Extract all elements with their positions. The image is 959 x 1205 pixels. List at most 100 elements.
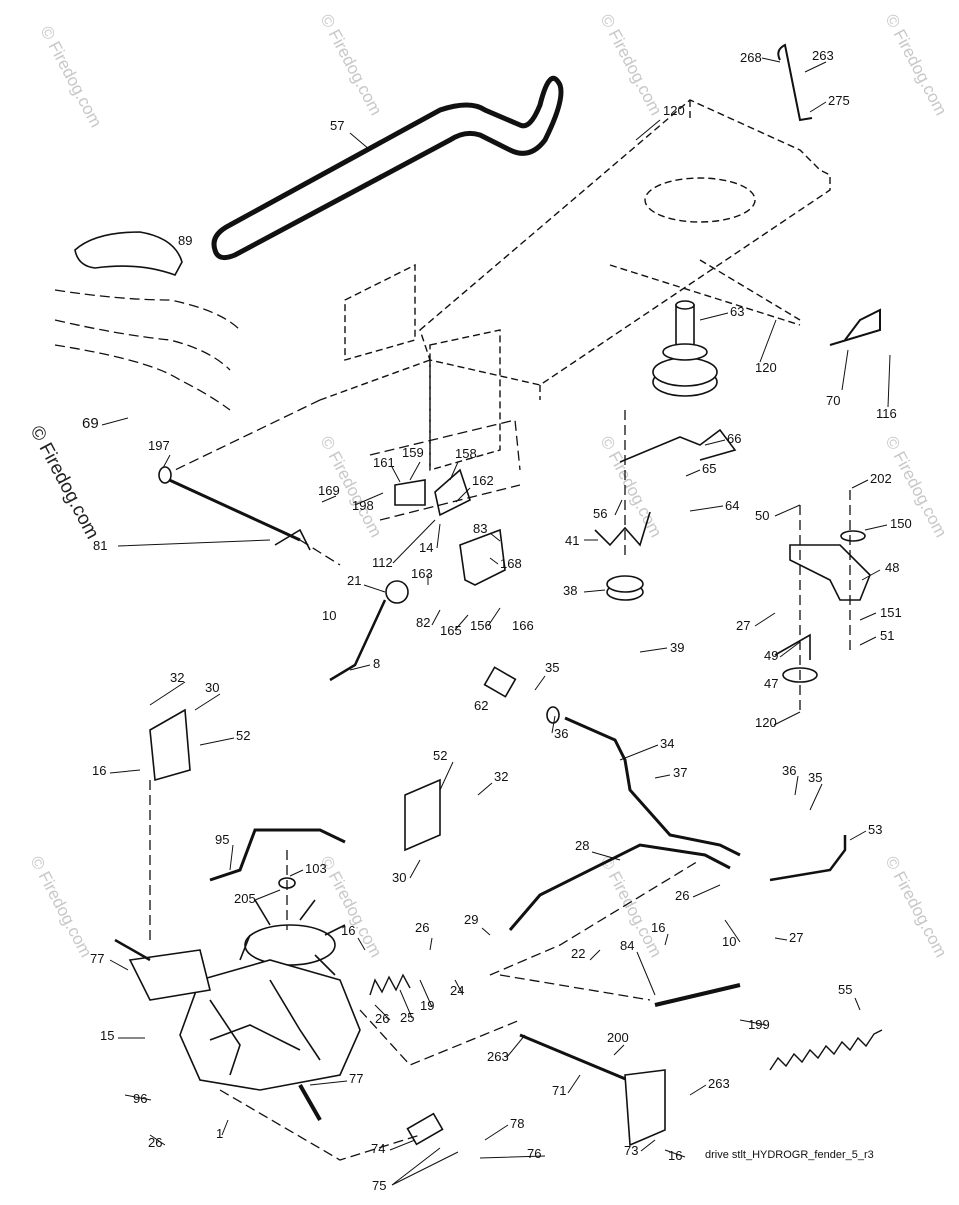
callout-275: 275 xyxy=(828,93,850,108)
callout-89: 89 xyxy=(178,233,192,248)
callout-21: 21 xyxy=(347,573,361,588)
side-watermark: © Firedog.com xyxy=(26,422,103,542)
callout-199: 199 xyxy=(748,1017,770,1032)
callout-82: 82 xyxy=(416,615,430,630)
callout-41: 41 xyxy=(565,533,579,548)
callout-159: 159 xyxy=(402,445,424,460)
callout-10: 10 xyxy=(722,934,736,949)
idler-arm xyxy=(619,428,737,463)
shaft-81 xyxy=(158,466,341,566)
bar-84 xyxy=(654,983,741,1007)
callout-77: 77 xyxy=(90,951,104,966)
callout-197: 197 xyxy=(148,438,170,453)
lever-71 xyxy=(519,1033,666,1147)
callout-112: 112 xyxy=(372,555,393,570)
callout-66: 66 xyxy=(727,431,741,446)
callout-151: 151 xyxy=(880,605,902,620)
callout-16: 16 xyxy=(341,923,355,938)
callout-57: 57 xyxy=(330,118,344,133)
callout-26: 26 xyxy=(148,1135,162,1150)
callout-27: 27 xyxy=(736,618,750,633)
callout-120: 120 xyxy=(663,103,685,118)
callout-53: 53 xyxy=(868,822,882,837)
callout-75: 75 xyxy=(372,1178,386,1193)
callout-81: 81 xyxy=(93,538,107,553)
callout-65: 65 xyxy=(702,461,716,476)
callout-30: 30 xyxy=(392,870,406,885)
callout-198: 198 xyxy=(352,498,374,513)
callout-52: 52 xyxy=(236,728,250,743)
callout-120: 120 xyxy=(755,715,777,730)
mount-bracket-left xyxy=(149,708,191,940)
callout-71: 71 xyxy=(552,1083,566,1098)
callout-268: 268 xyxy=(740,50,762,65)
callout-16: 16 xyxy=(651,920,665,935)
callout-166: 166 xyxy=(512,618,534,633)
callout-103: 103 xyxy=(305,861,327,876)
callout-116: 116 xyxy=(876,406,897,421)
spring-25 xyxy=(369,973,411,996)
callout-76: 76 xyxy=(527,1146,541,1161)
callout-38: 38 xyxy=(563,583,577,598)
tension-bracket xyxy=(774,490,871,710)
axle-line xyxy=(219,1089,421,1161)
callout-64: 64 xyxy=(725,498,739,513)
callout-205: 205 xyxy=(234,891,256,906)
clip-268 xyxy=(777,43,813,122)
watermark-tile: © Firedog.com xyxy=(596,433,665,541)
watermark-tile: © Firedog.com xyxy=(36,23,105,131)
callout-95: 95 xyxy=(215,832,229,847)
callout-37: 37 xyxy=(673,765,687,780)
callout-161: 161 xyxy=(373,455,395,470)
collar-74 xyxy=(406,1112,444,1146)
rod-95 xyxy=(209,828,346,882)
callout-263: 263 xyxy=(812,48,834,63)
leader-lines xyxy=(101,57,891,1186)
watermark-tile: © Firedog.com xyxy=(316,11,385,119)
callout-78: 78 xyxy=(510,1116,524,1131)
spring-55 xyxy=(769,1029,883,1071)
callout-30: 30 xyxy=(205,680,219,695)
callout-26: 26 xyxy=(415,920,429,935)
callout-16: 16 xyxy=(668,1148,682,1163)
callout-62: 62 xyxy=(474,698,488,713)
callout-83: 83 xyxy=(473,521,487,536)
callout-150: 150 xyxy=(890,516,912,531)
cable-22 xyxy=(489,859,701,976)
callout-27: 27 xyxy=(789,930,803,945)
callout-56: 56 xyxy=(593,506,607,521)
guide-line xyxy=(359,974,651,1066)
callout-70: 70 xyxy=(826,393,840,408)
callout-10: 10 xyxy=(322,608,336,623)
callout-84: 84 xyxy=(620,938,634,953)
callout-168: 168 xyxy=(500,556,522,571)
watermark-tile: © Firedog.com xyxy=(881,853,950,961)
rod-28 xyxy=(508,843,731,931)
mount-bracket-center xyxy=(404,778,441,852)
callout-35: 35 xyxy=(808,770,822,785)
callout-165: 165 xyxy=(440,623,462,638)
callout-25: 25 xyxy=(400,1010,414,1025)
drive-belt xyxy=(211,75,564,261)
callout-158: 158 xyxy=(455,446,477,461)
callout-26: 26 xyxy=(675,888,689,903)
callout-1: 1 xyxy=(216,1126,223,1141)
callout-50: 50 xyxy=(755,508,769,523)
rod-53 xyxy=(769,835,847,882)
brake-linkage xyxy=(329,419,521,682)
frame-rail xyxy=(174,99,831,471)
callout-77: 77 xyxy=(349,1071,363,1086)
callout-69: 69 xyxy=(82,415,99,432)
callout-55: 55 xyxy=(838,982,852,997)
callout-263: 263 xyxy=(708,1076,730,1091)
callout-48: 48 xyxy=(885,560,899,575)
callout-51: 51 xyxy=(880,628,894,643)
callout-96: 96 xyxy=(133,1091,147,1106)
idler-pulley-assembly xyxy=(652,300,718,397)
callout-34: 34 xyxy=(660,736,674,751)
callout-169: 169 xyxy=(318,483,340,498)
callout-162: 162 xyxy=(472,473,494,488)
diagram-caption: drive stlt_HYDROGR_fender_5_r3 xyxy=(705,1149,874,1161)
pulley-38 xyxy=(606,410,644,601)
